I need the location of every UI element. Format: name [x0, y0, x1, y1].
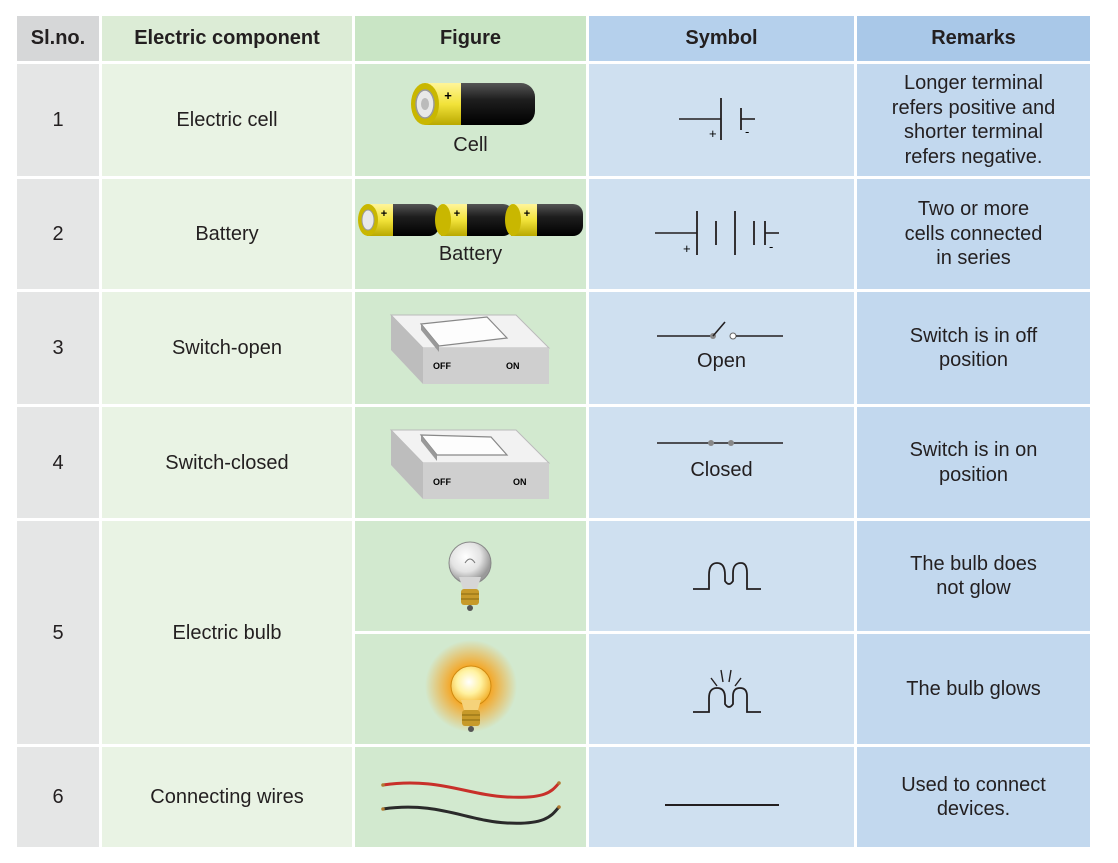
row4-symbol: Closed [589, 407, 854, 518]
cell-symbol: + - [679, 98, 755, 141]
row4-no: 4 [17, 407, 99, 518]
header-figure: Figure [355, 16, 586, 61]
open-switch-symbol [657, 321, 783, 340]
header-symbol: Symbol [589, 16, 854, 61]
row3-no: 3 [17, 292, 99, 404]
off-label: OFF [433, 361, 451, 371]
row3-figure: OFF ON [355, 292, 586, 404]
battery-caption: Battery [438, 243, 503, 265]
remark-line: Switch is in off [909, 324, 1038, 347]
off-label: OFF [433, 477, 451, 487]
remark-line: not glow [936, 577, 1011, 599]
row1-no: 1 [17, 64, 99, 176]
bulb-off-symbol [693, 562, 761, 590]
bulb-glow-symbol [693, 669, 761, 713]
row6-figure [355, 747, 586, 847]
row3-component: Switch-open [102, 292, 352, 404]
row5a-figure [355, 521, 586, 631]
bulb-glow-image [425, 640, 517, 732]
svg-text:+: + [444, 88, 452, 103]
switch-closed-image: OFF ON [389, 429, 551, 499]
header-remarks: Remarks [857, 16, 1090, 61]
row5b-figure [355, 634, 586, 744]
battery-symbol: + - [655, 211, 779, 256]
on-label: ON [513, 477, 527, 487]
remark-line: Two or more [917, 198, 1030, 221]
row1-symbol: + - [589, 64, 854, 176]
row5b-symbol [589, 634, 854, 744]
switch-open-image: OFF ON [389, 314, 551, 384]
row5b-remarks: The bulb glows [857, 634, 1090, 744]
row2-figure: + + + Battery [355, 179, 586, 289]
on-label: ON [506, 361, 520, 371]
row1-remarks: Longer terminal refers positive and shor… [857, 64, 1090, 176]
row4-component: Switch-closed [102, 407, 352, 518]
plus-sign: + [709, 126, 717, 141]
wire-symbol [665, 804, 779, 806]
remark-line: The bulb does [910, 552, 1037, 575]
remark-line: Switch is in on [909, 439, 1038, 461]
closed-caption: Closed [690, 459, 753, 481]
row6-symbol [589, 747, 854, 847]
minus-sign: - [769, 239, 773, 254]
row6-no: 6 [17, 747, 99, 847]
plus-sign: + [683, 241, 691, 256]
row5-no: 5 [17, 521, 99, 744]
remark-line: devices. [936, 798, 1011, 820]
row2-symbol: + - [589, 179, 854, 289]
row2-remarks: Two or more cells connected in series [857, 179, 1090, 289]
remark-line: in series [936, 247, 1011, 270]
row5a-symbol [589, 521, 854, 631]
row6-component: Connecting wires [102, 747, 352, 847]
row1-figure: + Cell [355, 64, 586, 176]
remark-line: position [939, 349, 1008, 371]
minus-sign: - [745, 124, 749, 139]
row4-figure: OFF ON [355, 407, 586, 518]
header-slno: Sl.no. [17, 16, 99, 61]
battery-image: + + + [358, 204, 583, 236]
remark-line: refers positive and [891, 96, 1056, 119]
header-component: Electric component [102, 16, 352, 61]
row1-component: Electric cell [102, 64, 352, 176]
open-caption: Open [697, 350, 746, 372]
row5-component: Electric bulb [102, 521, 352, 744]
remark-line: Longer terminal [904, 72, 1043, 94]
remark-line: Used to connect [901, 773, 1046, 796]
cell-caption: Cell [453, 134, 488, 156]
bulb-off-image [448, 541, 492, 611]
row4-remarks: Switch is in on position [857, 407, 1090, 518]
row5a-remarks: The bulb does not glow [857, 521, 1090, 631]
remark-line: shorter terminal [904, 121, 1043, 143]
row2-component: Battery [102, 179, 352, 289]
wires-image [381, 781, 561, 825]
remark-line: The bulb glows [906, 677, 1041, 700]
row6-remarks: Used to connect devices. [857, 747, 1090, 847]
row3-remarks: Switch is in off position [857, 292, 1090, 404]
svg-text:+: + [381, 208, 387, 220]
remark-line: position [939, 463, 1008, 486]
row2-no: 2 [17, 179, 99, 289]
svg-text:+: + [524, 208, 530, 220]
row3-symbol: Open [589, 292, 854, 404]
cell-image: + [411, 83, 535, 125]
closed-switch-symbol [657, 440, 783, 446]
remark-line: cells connected [904, 222, 1043, 245]
remark-line: refers negative. [904, 145, 1043, 168]
svg-text:+: + [454, 208, 460, 220]
